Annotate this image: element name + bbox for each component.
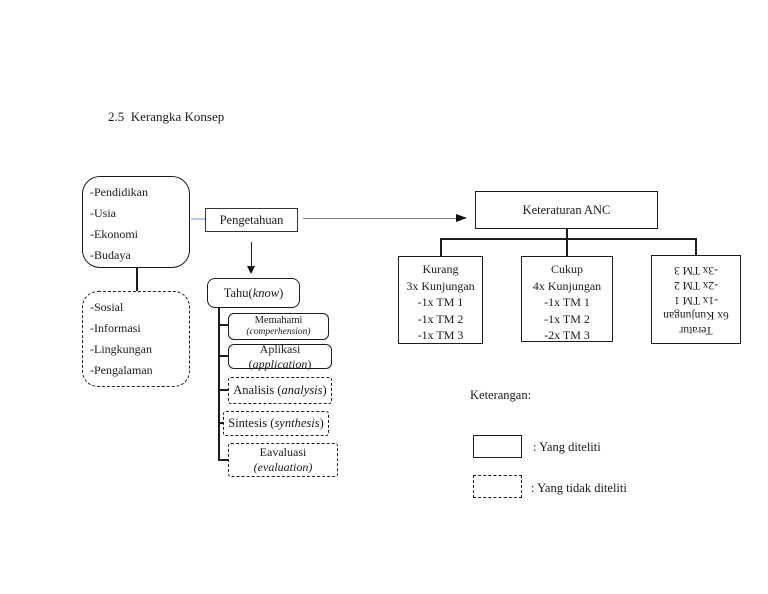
factor-item: -Pendidikan: [90, 185, 148, 199]
connector-line: [695, 238, 697, 255]
connector-line: [218, 324, 228, 326]
memahami-label: Memahami: [254, 315, 303, 326]
legend-dashed-swatch: [473, 475, 522, 498]
sintesis-label: Sintesis (synthesis): [228, 416, 324, 430]
evaluasi-sublabel: (evaluation): [253, 460, 313, 474]
connector-line: [440, 238, 442, 256]
factor-item: -Pengalaman: [90, 363, 153, 377]
connector-line: [303, 218, 457, 220]
connector-line: [440, 238, 696, 240]
cukup-line: Cukup: [550, 262, 583, 276]
connector-line: [566, 229, 568, 239]
teratur-box: Teratur 6x Kunjungan -1x TM 1 -2x TM 2 -…: [651, 255, 741, 344]
kurang-line: -1x TM 1: [417, 295, 464, 309]
legend-heading: Keterangan:: [470, 388, 532, 402]
teratur-line: -2x TM 2: [674, 279, 718, 291]
factor-item: -Ekonomi: [90, 227, 138, 241]
external-factors-box: -Sosial -Informasi -Lingkungan -Pengalam…: [82, 291, 190, 387]
factor-item: -Lingkungan: [90, 342, 152, 356]
cukup-line: 4x Kunjungan: [532, 278, 602, 293]
pengetahuan-label: Pengetahuan: [219, 212, 284, 227]
cukup-line: -1x TM 1: [544, 295, 590, 309]
connector-line: [136, 268, 138, 291]
tahu-label: Tahu(know): [223, 285, 284, 300]
connector-line: [218, 355, 228, 357]
analisis-label: Analisis (analysis): [233, 383, 327, 397]
pengetahuan-box: Pengetahuan: [205, 208, 298, 232]
factor-item: -Sosial: [90, 300, 124, 314]
legend-solid-swatch: [473, 435, 522, 458]
analisis-box: Analisis (analysis): [228, 377, 332, 404]
connector-line: [218, 422, 224, 424]
keteraturan-anc-box: Keteraturan ANC: [475, 191, 658, 229]
section-heading: 2.5 Kerangka Konsep: [108, 109, 225, 124]
connector-line: [218, 307, 220, 460]
memahami-box: Memahami (comperhension): [228, 313, 329, 340]
connector-line: [251, 242, 253, 267]
arrow-down-icon: [247, 266, 255, 274]
teratur-line: 6x Kunjungan: [663, 309, 729, 321]
teratur-line: Teratur: [679, 324, 713, 336]
evaluasi-label: Eavaluasi: [259, 445, 307, 459]
evaluasi-box: Eavaluasi (evaluation): [228, 443, 338, 477]
cukup-box: Cukup 4x Kunjungan -1x TM 1 -1x TM 2 -2x…: [521, 256, 613, 342]
factor-item: -Budaya: [90, 248, 131, 262]
cukup-line: -2x TM 3: [544, 328, 590, 342]
arrow-right-icon: [456, 214, 467, 222]
factor-item: -Informasi: [90, 321, 141, 335]
cukup-line: -1x TM 2: [544, 311, 590, 326]
aplikasi-box: Aplikasi (application): [228, 341, 332, 371]
kurang-line: Kurang: [422, 262, 459, 276]
tahu-box: Tahu(know): [207, 278, 300, 308]
teratur-line: -1x TM 1: [674, 294, 718, 306]
factor-item: -Usia: [90, 206, 116, 220]
internal-factors-box: -Pendidikan -Usia -Ekonomi -Budaya: [82, 176, 190, 268]
aplikasi-label: Aplikasi (application): [248, 341, 312, 371]
teratur-rotated-text: Teratur 6x Kunjungan -1x TM 1 -2x TM 2 -…: [652, 262, 740, 337]
connector-line: [218, 459, 228, 461]
connector-line: [218, 389, 228, 391]
kurang-box: Kurang 3x Kunjungan -1x TM 1 -1x TM 2 -1…: [398, 256, 483, 344]
kurang-line: 3x Kunjungan: [406, 278, 475, 293]
legend-solid-label: : Yang diteliti: [533, 440, 601, 454]
kurang-line: -1x TM 2: [417, 311, 464, 326]
legend-dashed-label: : Yang tidak diteliti: [531, 481, 627, 495]
teratur-line: -3x TM 3: [674, 264, 718, 276]
kurang-line: -1x TM 3: [417, 328, 464, 342]
connector-line: [566, 238, 568, 256]
connector-line: [191, 218, 205, 220]
sintesis-box: Sintesis (synthesis): [223, 411, 329, 436]
memahami-sublabel: (comperhension): [246, 327, 311, 337]
keteraturan-anc-label: Keteraturan ANC: [522, 202, 611, 217]
